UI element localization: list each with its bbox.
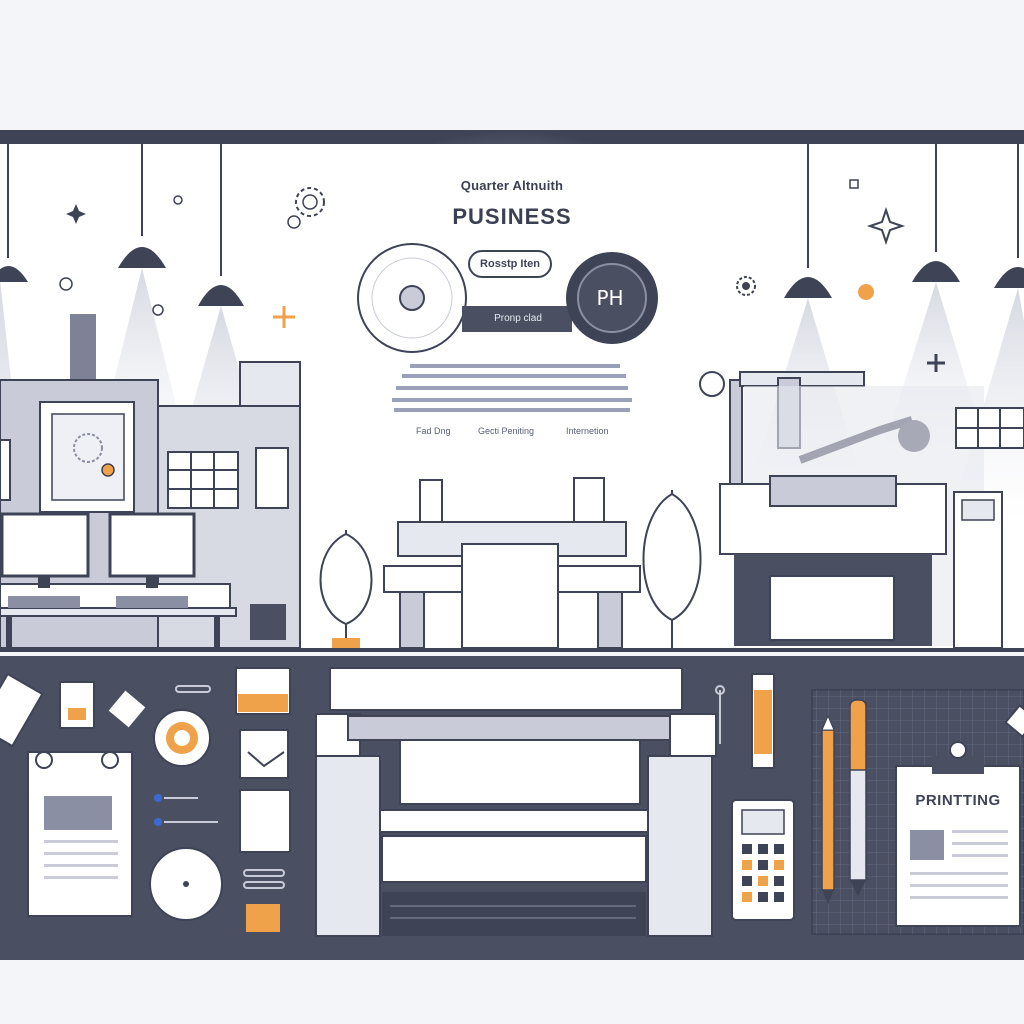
dot-ring [59, 277, 73, 291]
document-label: PRINTTING [915, 792, 1001, 809]
cabinet [953, 491, 1003, 649]
folder-item [0, 672, 44, 748]
hero-link[interactable]: Fad Dng [416, 426, 451, 436]
hero-link[interactable]: Gecti Peniting [478, 426, 535, 436]
tag-item [1004, 704, 1024, 738]
orange-cup [246, 904, 280, 932]
dial-label: PH [596, 286, 624, 310]
keyboard [116, 596, 188, 608]
pin-item [154, 794, 218, 826]
hero-eyebrow: Quarter Altnuith [460, 178, 564, 193]
hero-ground [0, 648, 1024, 652]
dial-graphic [566, 252, 658, 344]
hero-printer [383, 477, 641, 649]
calculator-icon [731, 799, 795, 921]
gear-icon [73, 433, 103, 463]
disc-graphic [357, 243, 467, 353]
sparkle-icon [66, 204, 86, 224]
monitor-icon [108, 512, 196, 588]
hero-button[interactable]: Rosstp Iten [468, 250, 552, 278]
pencil-icon [821, 714, 835, 904]
building-window [955, 407, 1024, 449]
small-note [59, 681, 95, 729]
document-clipboard [895, 741, 1021, 927]
gear-icon [736, 276, 756, 296]
workspace-printer [315, 667, 717, 937]
tape-icon [153, 709, 211, 767]
monitor-icon [0, 512, 90, 588]
plus-icon [273, 306, 295, 328]
envelope-icon [239, 729, 289, 779]
clip-item [243, 869, 285, 889]
office-desk [0, 512, 237, 648]
sparkle-icon [866, 206, 906, 246]
plus-icon [927, 354, 945, 372]
hero-title: PUSINESS [452, 204, 572, 229]
square-outline [849, 179, 859, 189]
paper-card [239, 789, 291, 853]
eraser-item [108, 690, 146, 728]
dot-ring [152, 304, 164, 316]
large-printer-machine [719, 475, 947, 646]
building-window [167, 451, 239, 509]
keyboard [8, 596, 80, 608]
bottom-margin [0, 960, 1024, 1024]
plant-icon [319, 530, 373, 650]
hero-bar-label: Pronp clad [494, 312, 542, 324]
clipboard-icon [27, 751, 133, 917]
pin-item [715, 685, 725, 744]
top-margin [0, 0, 1024, 130]
sticky-pad [235, 667, 291, 715]
plant-icon [642, 490, 702, 648]
orange-dot [858, 284, 874, 300]
dot-ring [173, 195, 183, 205]
round-plate [149, 847, 223, 921]
hero-link[interactable]: Internetion [566, 426, 609, 436]
clip-item [175, 685, 211, 693]
gear-icon [287, 187, 325, 229]
marker-item [751, 673, 775, 769]
hero-body-text [392, 364, 632, 412]
pencil-icon [849, 699, 867, 896]
hero-bar [462, 306, 572, 332]
